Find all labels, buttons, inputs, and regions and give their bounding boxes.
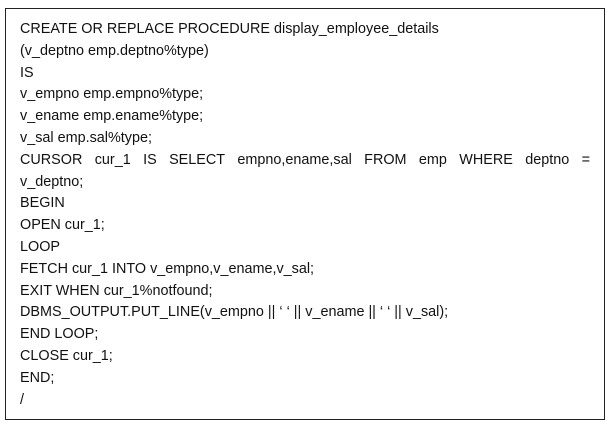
code-line: BEGIN — [20, 195, 65, 212]
code-line: v_empno emp.empno%type; — [20, 86, 204, 103]
code-line: (v_deptno emp.deptno%type) — [20, 42, 209, 59]
code-line: v_sal emp.sal%type; — [20, 129, 152, 146]
code-listing: CREATE OR REPLACE PROCEDURE display_empl… — [5, 8, 605, 420]
code-line: EXIT WHEN cur_1%notfound; — [20, 282, 213, 299]
code-word: empno,ename,sal — [237, 151, 352, 168]
code-line: DBMS_OUTPUT.PUT_LINE(v_empno || ‘ ‘ || v… — [20, 304, 449, 321]
code-line: v_deptno; — [20, 173, 84, 190]
code-word: SELECT — [169, 151, 226, 168]
code-word: cur_1 — [94, 151, 131, 168]
code-word: FROM — [364, 151, 407, 168]
code-line: CREATE OR REPLACE PROCEDURE display_empl… — [20, 21, 439, 37]
code-word: IS — [143, 151, 157, 168]
code-line: END; — [20, 369, 55, 386]
code-line: LOOP — [20, 238, 60, 255]
code-word: CURSOR — [20, 151, 83, 168]
code-line: IS — [20, 64, 34, 81]
code-word: = — [581, 151, 590, 168]
code-word: deptno — [525, 151, 570, 168]
code-line: END LOOP; — [20, 326, 99, 343]
code-word: WHERE — [459, 151, 513, 168]
code-line: v_ename emp.ename%type; — [20, 108, 204, 125]
code-line: CLOSE cur_1; — [20, 347, 113, 364]
code-line: / — [20, 391, 24, 408]
code-line-justified: CURSOR cur_1 IS SELECT empno,ename,sal FROM em… — [20, 150, 590, 172]
code-word: emp — [418, 151, 447, 168]
code-line: OPEN cur_1; — [20, 217, 105, 234]
code-line: FETCH cur_1 INTO v_empno,v_ename,v_sal; — [20, 260, 315, 277]
